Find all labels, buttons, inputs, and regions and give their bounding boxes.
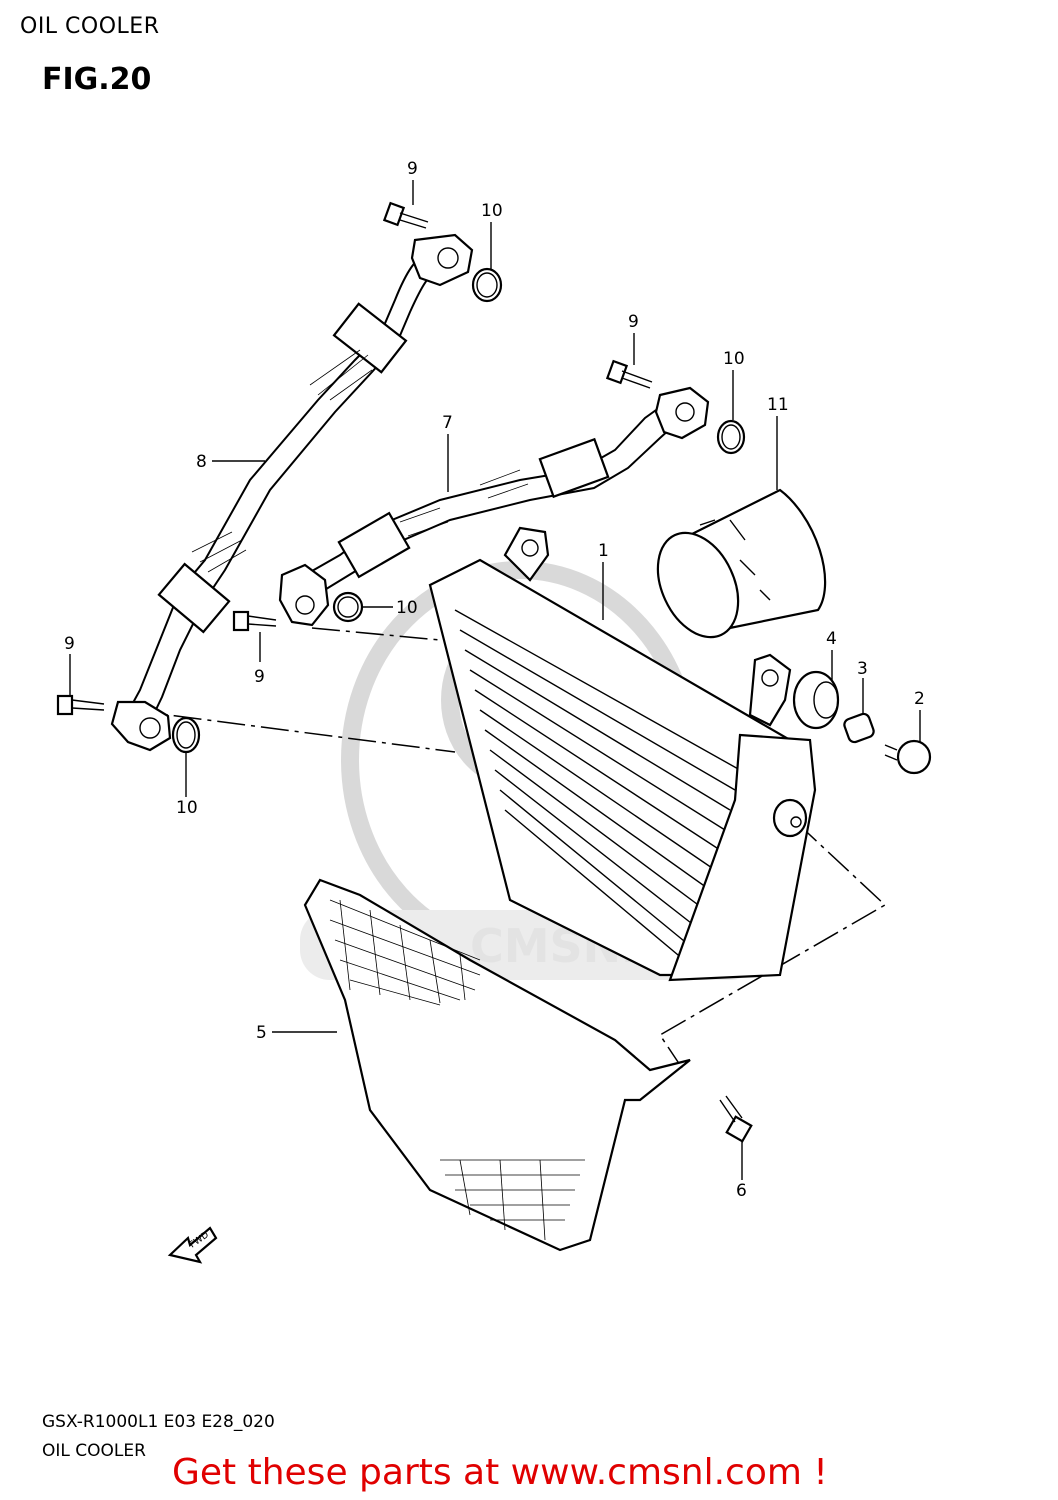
callout-9: 9 xyxy=(64,634,75,654)
callout-labels: 9 10 9 10 11 7 8 1 10 9 9 10 4 3 2 5 6 xyxy=(64,159,925,1201)
mount-bushing xyxy=(772,798,808,838)
oil-hose-8[interactable] xyxy=(110,233,474,752)
oil-cooler-core-1[interactable] xyxy=(428,526,817,982)
callout-1: 1 xyxy=(598,541,609,561)
o-ring-10d[interactable] xyxy=(171,716,201,754)
callout-6: 6 xyxy=(736,1181,747,1201)
callout-7: 7 xyxy=(442,413,453,433)
assembly-lines xyxy=(129,627,887,1069)
callout-10: 10 xyxy=(481,201,503,221)
callout-9: 9 xyxy=(407,159,418,179)
oil-filter-11[interactable] xyxy=(642,488,827,650)
callout-9: 9 xyxy=(254,667,265,687)
o-ring-10a[interactable] xyxy=(471,267,503,303)
callout-10: 10 xyxy=(396,598,418,618)
section-name: OIL COOLER xyxy=(42,1441,146,1461)
promo-link[interactable]: Get these parts at www.cmsnl.com ! xyxy=(172,1452,828,1493)
callout-11: 11 xyxy=(767,395,789,415)
callout-9: 9 xyxy=(628,312,639,332)
callout-10: 10 xyxy=(723,349,745,369)
section-title: OIL COOLER xyxy=(20,14,160,39)
callout-5: 5 xyxy=(256,1023,267,1043)
o-ring-10c[interactable] xyxy=(332,591,364,623)
callout-4: 4 xyxy=(826,629,837,649)
oil-cooler-guard-5[interactable] xyxy=(303,878,691,1252)
bolt-9d[interactable] xyxy=(56,694,105,716)
bolt-9a[interactable] xyxy=(382,201,429,229)
leader-lines xyxy=(69,180,921,1180)
callout-8: 8 xyxy=(196,452,207,472)
oil-hose-7[interactable] xyxy=(278,386,710,627)
callout-3: 3 xyxy=(857,659,868,679)
o-ring-10b[interactable] xyxy=(716,419,746,455)
bolt-9b[interactable] xyxy=(605,359,653,389)
bolt-9c[interactable] xyxy=(232,610,277,632)
figure-number: FIG.20 xyxy=(42,62,152,97)
callout-2: 2 xyxy=(914,689,925,709)
grommet-4[interactable] xyxy=(792,670,840,730)
model-code: GSX-R1000L1 E03 E28_020 xyxy=(42,1412,275,1432)
bolt-6[interactable] xyxy=(719,1095,753,1143)
callout-10: 10 xyxy=(176,798,198,818)
bolt-2[interactable] xyxy=(884,739,932,775)
fwd-arrow-icon: FWD xyxy=(167,1226,218,1264)
collar-3[interactable] xyxy=(843,712,876,744)
